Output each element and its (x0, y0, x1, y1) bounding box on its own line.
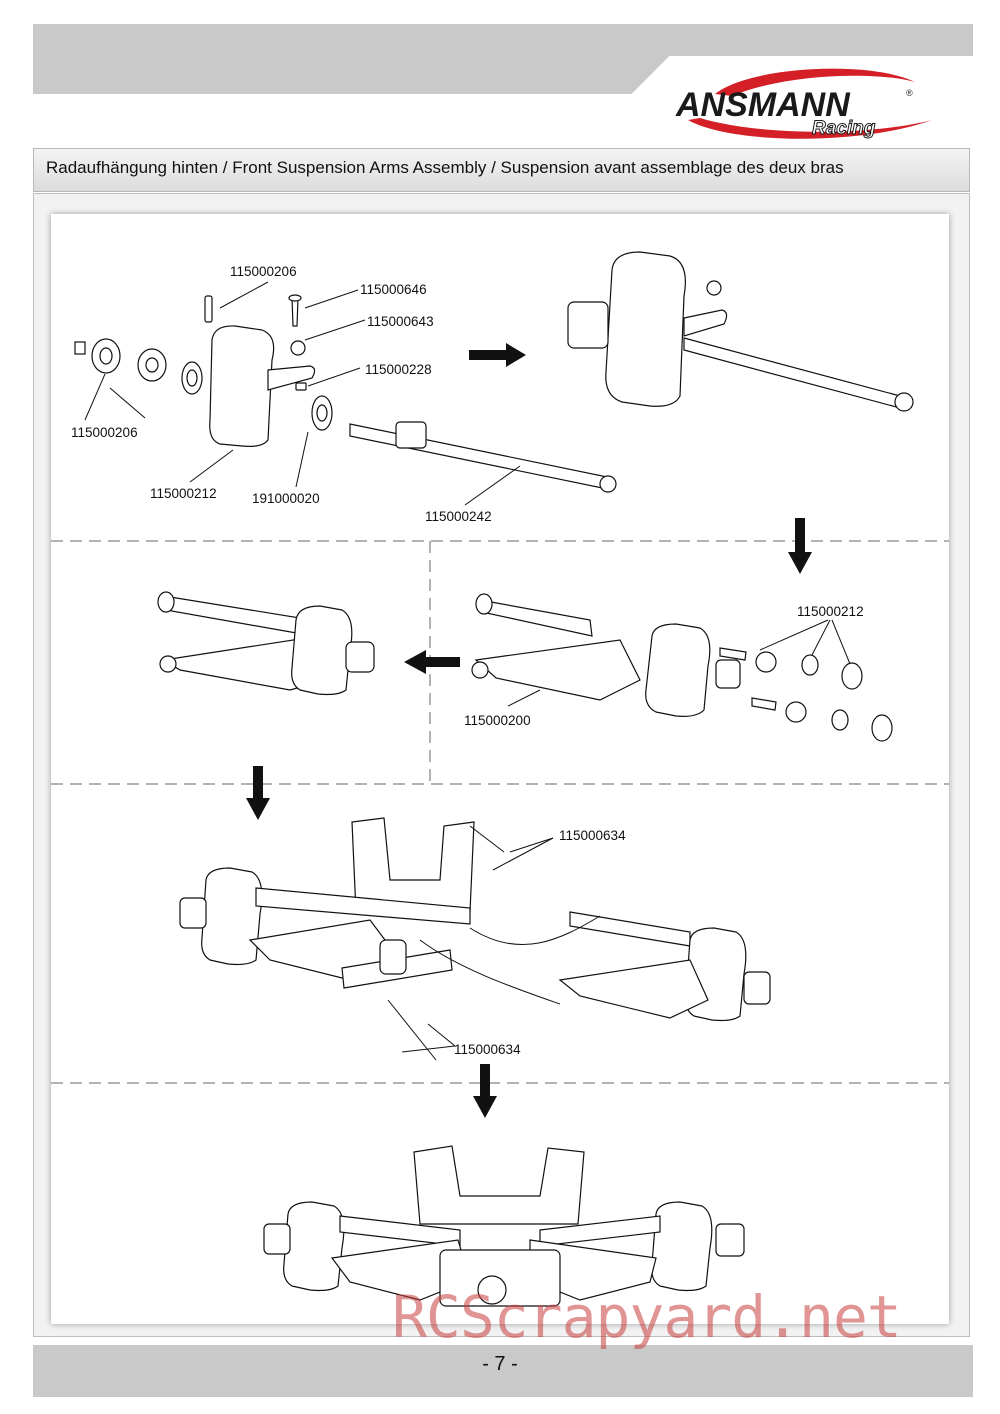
part-label-ball: 115000643 (367, 314, 434, 329)
part-label-pin: 115000206 (230, 264, 297, 279)
content-panel (51, 214, 949, 1324)
step3-exploded-axle (179, 817, 771, 1061)
step2-exploded-arm (471, 593, 893, 742)
arrow-left (404, 650, 460, 674)
page-number: - 7 - (482, 1353, 518, 1375)
arrow-right (469, 343, 526, 367)
watermark: RCScrapyard.net (392, 1283, 902, 1351)
arrow-down (473, 1064, 497, 1118)
part-label-hinge-pins-top: 115000634 (559, 828, 626, 843)
ansmann-racing-logo: ANSMANN ® Racing (675, 68, 932, 140)
step1-exploded-hub (74, 281, 617, 506)
step4-final-assembly (263, 1145, 745, 1307)
step2-assembled-arm (157, 591, 375, 696)
part-label-hub-carrier: 115000212 (150, 486, 217, 501)
step1-assembled-hub (567, 251, 914, 412)
part-label-drive-shaft: 115000242 (425, 509, 492, 524)
brand-name: ANSMANN (675, 86, 851, 124)
arrow-down (788, 518, 812, 574)
part-label-pivot-balls: 115000212 (797, 604, 864, 619)
section-title: Radaufhängung hinten / Front Suspension … (46, 158, 844, 177)
arrow-down (246, 766, 270, 820)
part-label-nut-small: 115000228 (365, 362, 432, 377)
part-label-hinge-pins-bottom: 115000634 (454, 1042, 521, 1057)
part-label-screw: 115000646 (360, 282, 427, 297)
brand-sub: Racing (812, 118, 876, 139)
part-label-arm: 115000200 (464, 713, 531, 728)
registered-mark: ® (906, 88, 913, 98)
part-label-bearing: 191000020 (252, 491, 320, 506)
footer-band (33, 1345, 973, 1397)
part-label-hub-nut-set: 115000206 (71, 425, 138, 440)
section-title-bar (33, 148, 970, 192)
